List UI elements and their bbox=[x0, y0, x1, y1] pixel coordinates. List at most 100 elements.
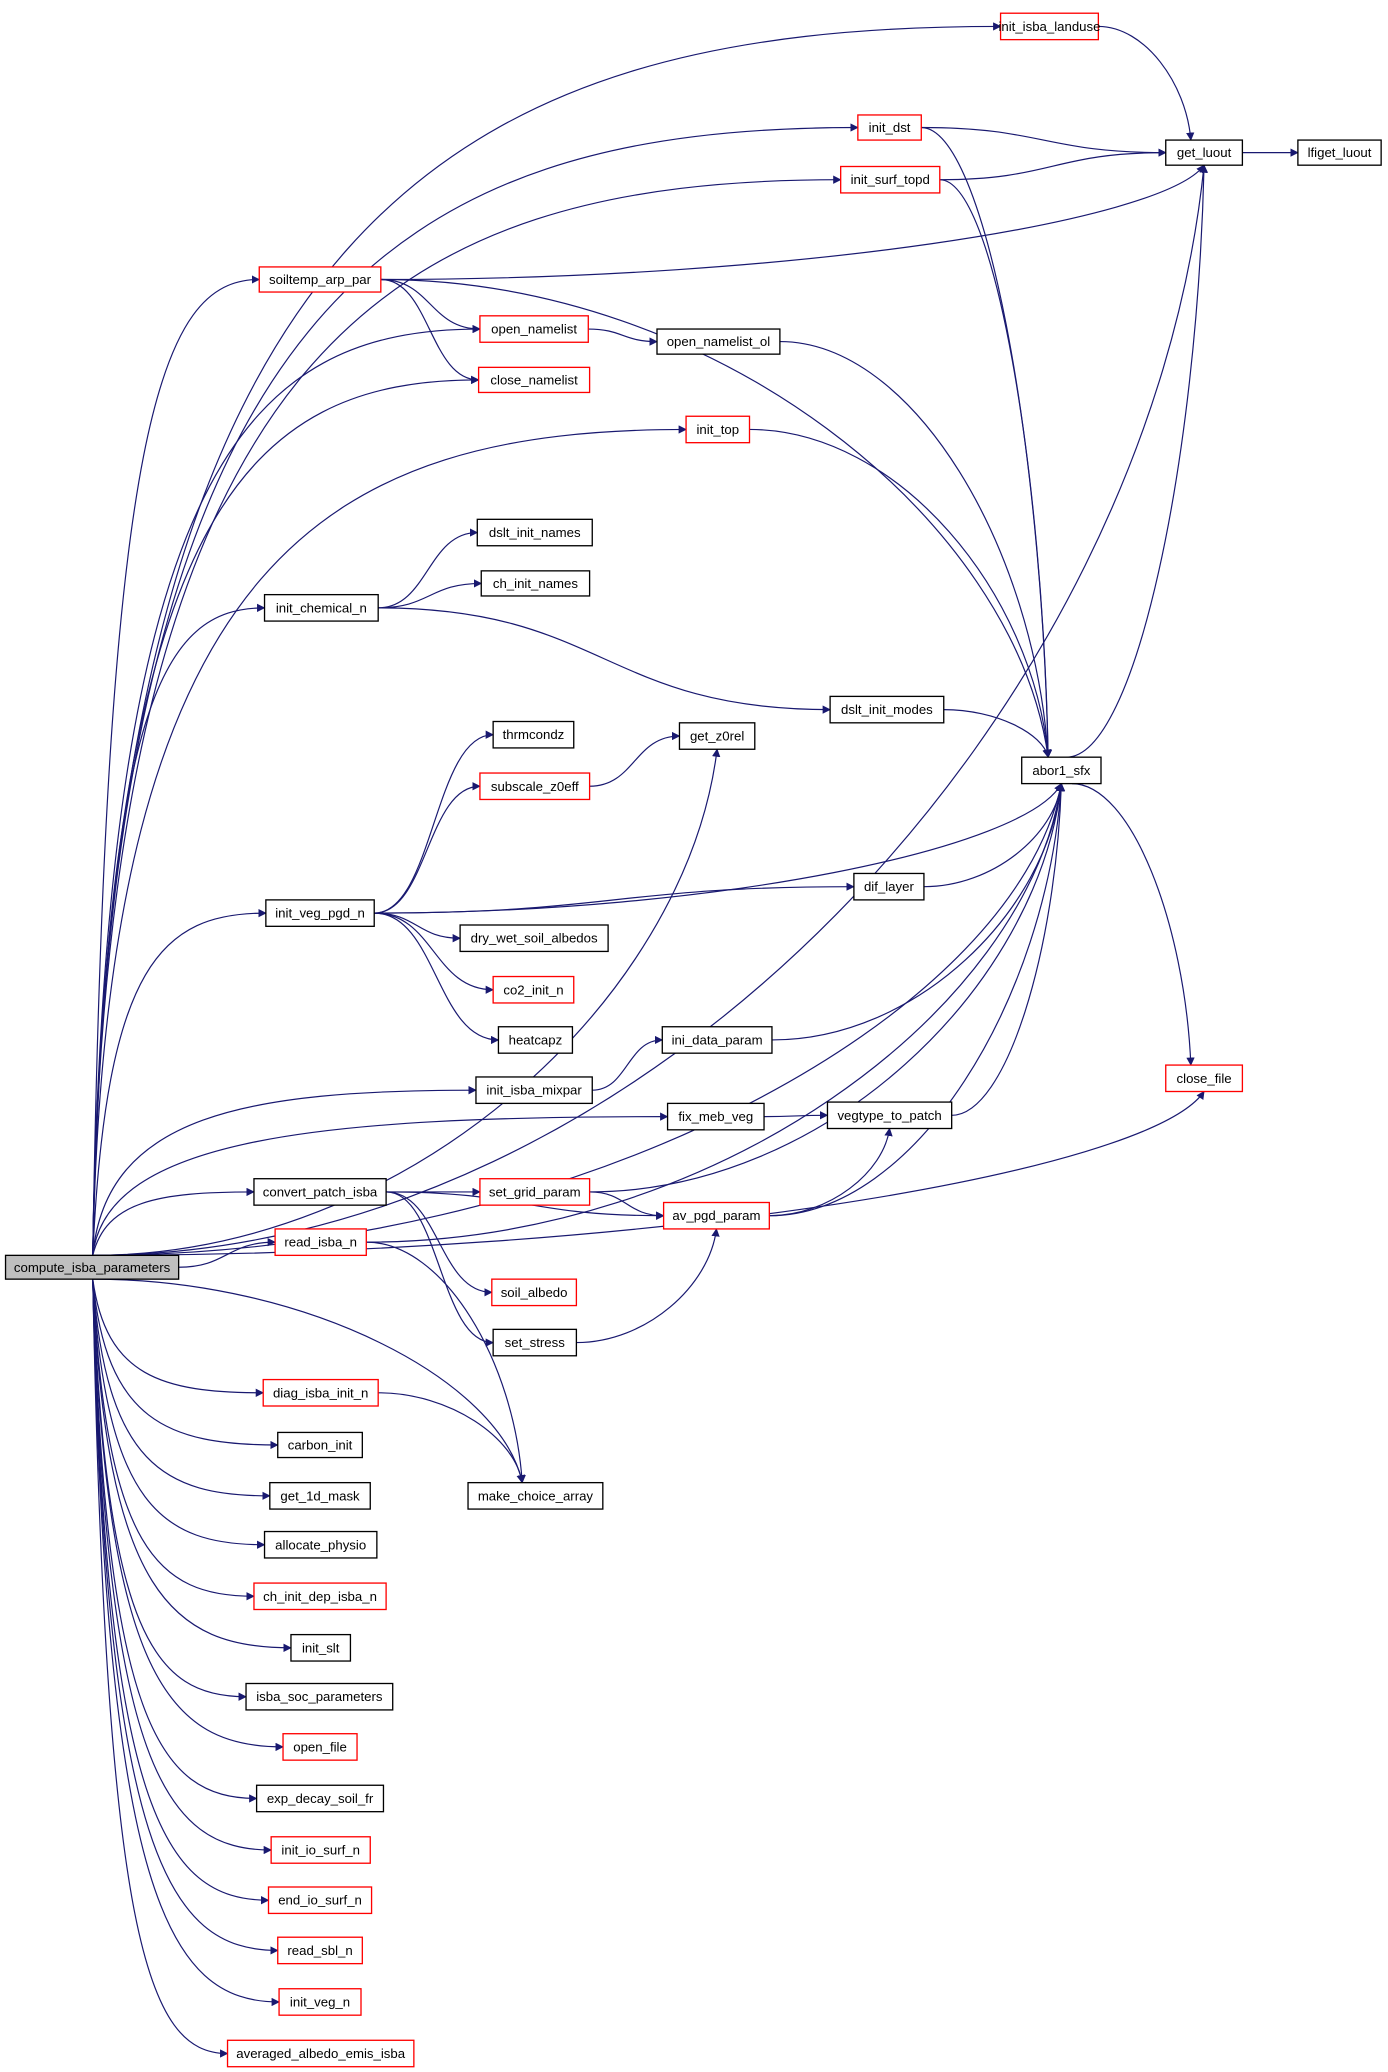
node-box bbox=[253, 1582, 387, 1611]
node-init_veg_n[interactable]: init_veg_n bbox=[278, 1988, 362, 2016]
node-init_chemical_n[interactable]: init_chemical_n bbox=[263, 593, 379, 622]
node-open_file[interactable]: open_file bbox=[282, 1733, 358, 1761]
node-ini_data_param[interactable]: ini_data_param bbox=[661, 1026, 773, 1054]
edge-init_chemical_n-to-dslt_init_names bbox=[378, 528, 479, 609]
node-compute_isba_parameters[interactable]: compute_isba_parameters bbox=[4, 1254, 180, 1280]
node-get_z0rel[interactable]: get_z0rel bbox=[678, 722, 756, 750]
node-label: allocate_physio bbox=[275, 1537, 366, 1552]
node-dslt_init_modes[interactable]: dslt_init_modes bbox=[829, 695, 945, 724]
node-ch_init_names[interactable]: ch_init_names bbox=[480, 570, 591, 597]
node-exp_decay_soil_fr[interactable]: exp_decay_soil_fr bbox=[255, 1784, 385, 1813]
node-box bbox=[255, 1784, 385, 1813]
node-read_isba_n[interactable]: read_isba_n bbox=[274, 1228, 367, 1257]
node-diag_isba_init_n[interactable]: diag_isba_init_n bbox=[262, 1378, 379, 1407]
node-box bbox=[685, 415, 751, 444]
node-get_1d_mask[interactable]: get_1d_mask bbox=[269, 1481, 371, 1510]
node-allocate_physio[interactable]: allocate_physio bbox=[263, 1530, 378, 1559]
node-set_grid_param[interactable]: set_grid_param bbox=[479, 1178, 591, 1206]
node-box bbox=[857, 114, 922, 141]
node-init_top[interactable]: init_top bbox=[685, 415, 751, 444]
node-ch_init_dep_isba_n[interactable]: ch_init_dep_isba_n bbox=[253, 1582, 387, 1611]
node-box bbox=[497, 1026, 574, 1054]
node-box bbox=[258, 266, 382, 293]
node-label: init_veg_n bbox=[290, 1994, 350, 2009]
node-box bbox=[479, 772, 591, 801]
edge-abor1_sfx-to-get_luout bbox=[1066, 164, 1209, 758]
node-box bbox=[226, 2039, 415, 2068]
node-heatcapz[interactable]: heatcapz bbox=[497, 1026, 574, 1054]
node-set_stress[interactable]: set_stress bbox=[492, 1328, 578, 1357]
node-label: compute_isba_parameters bbox=[14, 1260, 171, 1275]
edge-set_grid_param-to-abor1_sfx bbox=[589, 782, 1065, 1193]
node-fix_meb_veg[interactable]: fix_meb_veg bbox=[666, 1102, 765, 1131]
node-read_sbl_n[interactable]: read_sbl_n bbox=[277, 1936, 363, 1965]
node-label: make_choice_array bbox=[478, 1488, 594, 1503]
node-label: init_surf_topd bbox=[851, 172, 930, 187]
node-soil_albedo[interactable]: soil_albedo bbox=[491, 1278, 578, 1307]
node-end_io_surf_n[interactable]: end_io_surf_n bbox=[267, 1886, 373, 1915]
edge-compute_isba_parameters-to-exp_decay_soil_fr bbox=[92, 1279, 258, 1803]
node-make_choice_array[interactable]: make_choice_array bbox=[467, 1481, 604, 1510]
node-label: open_file bbox=[293, 1739, 347, 1754]
node-label: vegtype_to_patch bbox=[837, 1108, 941, 1123]
edge-read_isba_n-to-abor1_sfx bbox=[366, 782, 1065, 1243]
node-label: lfiget_luout bbox=[1308, 145, 1372, 160]
node-carbon_init[interactable]: carbon_init bbox=[277, 1431, 363, 1459]
node-init_slt[interactable]: init_slt bbox=[290, 1633, 352, 1662]
node-abor1_sfx[interactable]: abor1_sfx bbox=[1021, 756, 1102, 785]
node-box bbox=[253, 1178, 387, 1206]
node-box bbox=[278, 1988, 362, 2016]
node-isba_soc_parameters[interactable]: isba_soc_parameters bbox=[245, 1682, 394, 1711]
edge-dif_layer-to-abor1_sfx bbox=[923, 782, 1065, 888]
edge-set_grid_param-to-av_pgd_param bbox=[589, 1191, 665, 1220]
node-soiltemp_arp_par[interactable]: soiltemp_arp_par bbox=[258, 266, 382, 293]
node-label: init_isba_landuse bbox=[998, 19, 1100, 34]
node-label: read_isba_n bbox=[284, 1235, 357, 1250]
edge-init_veg_pgd_n-to-dry_wet_soil_albedos bbox=[374, 912, 461, 943]
edge-compute_isba_parameters-to-init_isba_mixpar bbox=[92, 1086, 477, 1256]
node-dslt_init_names[interactable]: dslt_init_names bbox=[476, 518, 593, 547]
node-label: end_io_surf_n bbox=[278, 1893, 362, 1908]
edge-compute_isba_parameters-to-diag_isba_init_n bbox=[92, 1279, 265, 1397]
node-get_luout[interactable]: get_luout bbox=[1165, 139, 1244, 166]
edge-compute_isba_parameters-to-init_chemical_n bbox=[92, 603, 266, 1256]
node-thrmcondz[interactable]: thrmcondz bbox=[492, 720, 575, 749]
node-close_namelist[interactable]: close_namelist bbox=[477, 366, 591, 394]
edge-init_veg_pgd_n-to-co2_init_n bbox=[374, 912, 494, 994]
node-av_pgd_param[interactable]: av_pgd_param bbox=[662, 1201, 770, 1230]
node-label: isba_soc_parameters bbox=[256, 1689, 383, 1704]
edge-av_pgd_param-to-vegtype_to_patch bbox=[769, 1127, 893, 1217]
node-init_isba_landuse[interactable]: init_isba_landuse bbox=[998, 12, 1100, 41]
node-box bbox=[4, 1254, 180, 1280]
node-subscale_z0eff[interactable]: subscale_z0eff bbox=[479, 772, 591, 801]
node-init_dst[interactable]: init_dst bbox=[857, 114, 922, 141]
node-label: averaged_albedo_emis_isba bbox=[236, 2046, 405, 2061]
edge-compute_isba_parameters-to-close_namelist bbox=[92, 375, 480, 1256]
node-label: init_slt bbox=[302, 1640, 340, 1655]
node-open_namelist_ol[interactable]: open_namelist_ol bbox=[656, 328, 781, 355]
edge-compute_isba_parameters-to-init_veg_n bbox=[92, 1279, 280, 2007]
node-close_file[interactable]: close_file bbox=[1165, 1064, 1244, 1093]
node-label: dslt_init_names bbox=[489, 525, 581, 540]
node-vegtype_to_patch[interactable]: vegtype_to_patch bbox=[826, 1101, 953, 1130]
edge-compute_isba_parameters-to-allocate_physio bbox=[92, 1279, 266, 1549]
node-co2_init_n[interactable]: co2_init_n bbox=[492, 975, 575, 1004]
node-init_isba_mixpar[interactable]: init_isba_mixpar bbox=[475, 1076, 593, 1105]
edge-init_surf_topd-to-abor1_sfx bbox=[939, 179, 1053, 759]
node-convert_patch_isba[interactable]: convert_patch_isba bbox=[253, 1178, 387, 1206]
node-label: dif_layer bbox=[864, 879, 915, 894]
node-dif_layer[interactable]: dif_layer bbox=[853, 872, 925, 901]
node-box bbox=[1165, 1064, 1244, 1093]
edge-fix_meb_veg-to-vegtype_to_patch bbox=[764, 1111, 829, 1120]
edge-compute_isba_parameters-to-get_1d_mask bbox=[92, 1279, 271, 1501]
node-init_surf_topd[interactable]: init_surf_topd bbox=[840, 165, 941, 194]
node-init_io_surf_n[interactable]: init_io_surf_n bbox=[270, 1836, 371, 1864]
node-averaged_albedo_emis_isba[interactable]: averaged_albedo_emis_isba bbox=[226, 2039, 415, 2068]
node-box bbox=[269, 1481, 371, 1510]
node-label: ini_data_param bbox=[672, 1032, 763, 1047]
node-init_veg_pgd_n[interactable]: init_veg_pgd_n bbox=[265, 899, 375, 927]
edge-open_namelist-to-open_namelist_ol bbox=[588, 328, 658, 346]
node-open_namelist[interactable]: open_namelist bbox=[479, 315, 589, 343]
node-lfiget_luout[interactable]: lfiget_luout bbox=[1297, 139, 1382, 166]
node-dry_wet_soil_albedos[interactable]: dry_wet_soil_albedos bbox=[459, 924, 609, 953]
